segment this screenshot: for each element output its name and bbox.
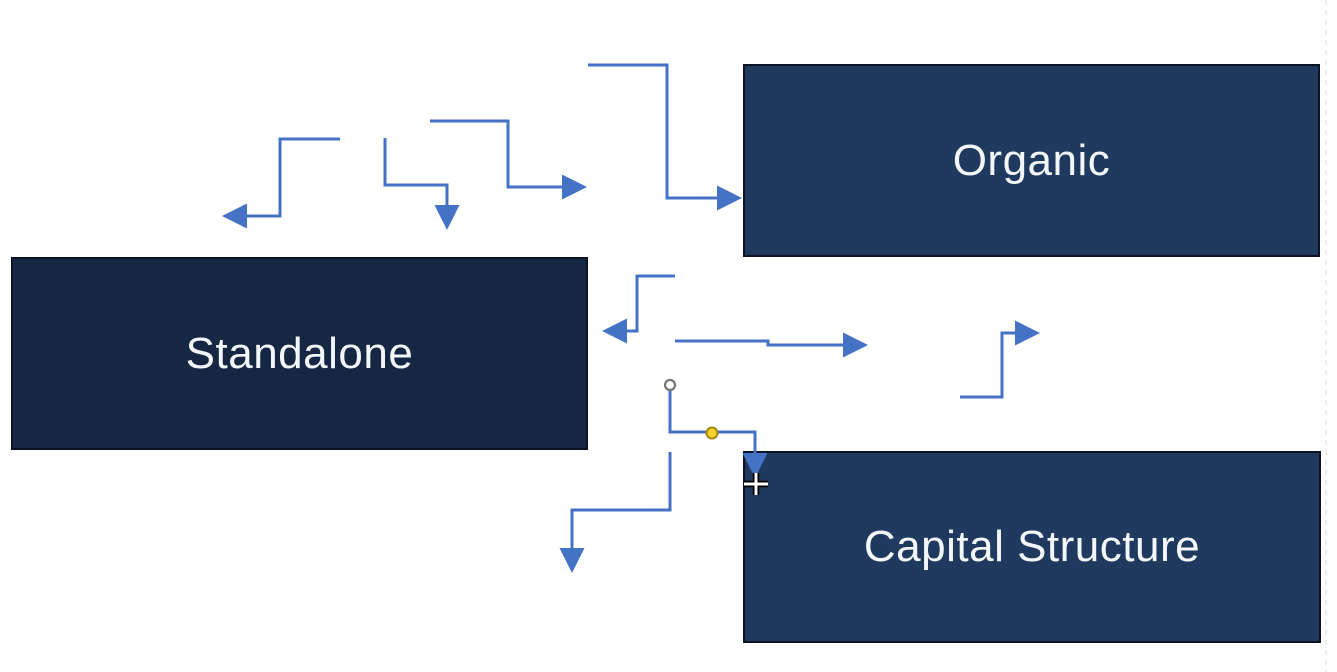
node-capital-structure[interactable]: Capital Structure [743, 451, 1321, 643]
node-organic[interactable]: Organic [743, 64, 1320, 257]
node-standalone[interactable]: Standalone [11, 257, 588, 450]
node-standalone-label: Standalone [185, 328, 414, 378]
node-capital-structure-label: Capital Structure [863, 522, 1201, 571]
node-organic-label: Organic [952, 135, 1111, 185]
